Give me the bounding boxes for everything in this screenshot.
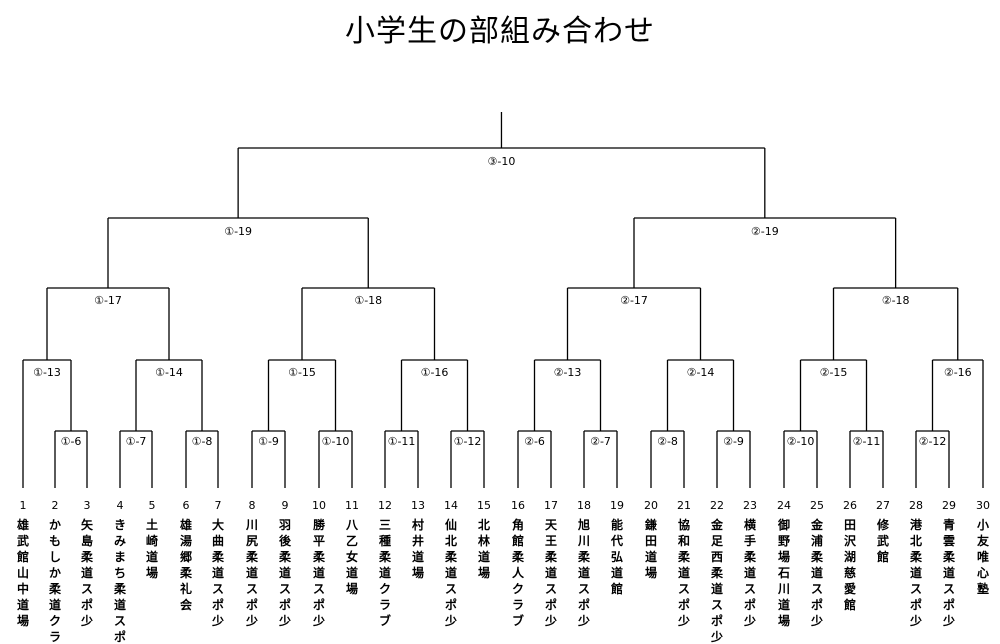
match-label: ①-12 <box>454 435 482 448</box>
match-label: ②-18 <box>882 294 910 307</box>
team-name: 横手柔道スポ少 <box>743 517 757 628</box>
match-label: ②-7 <box>590 435 611 448</box>
team-name: 北林道場 <box>478 517 490 580</box>
team-number: 17 <box>544 499 558 512</box>
match-label: ②-9 <box>723 435 744 448</box>
team-name: 矢島柔道スポ少 <box>80 517 94 628</box>
team-name: きみまち柔道スポ少 <box>113 518 127 644</box>
team-number: 27 <box>876 499 890 512</box>
match-label: ①-14 <box>155 366 183 379</box>
team-name: 雄湯郷柔礼会 <box>179 517 193 612</box>
team-name: 鎌田道場 <box>644 517 657 580</box>
team-name: 大曲柔道スポ少 <box>211 517 225 628</box>
team-number: 8 <box>249 499 256 512</box>
team-number: 10 <box>312 499 326 512</box>
team-name: 能代弘道館 <box>610 517 623 596</box>
team-name: 金足西柔道スポ少 <box>710 517 724 644</box>
team-name: 旭川柔道スポ少 <box>577 517 591 628</box>
match-label: ①-10 <box>322 435 350 448</box>
page-title: 小学生の部組み合わせ <box>345 14 655 49</box>
team-name: 八乙女道場 <box>345 518 359 596</box>
team-name: 勝平柔道スポ少 <box>312 517 326 628</box>
team-number: 11 <box>345 499 359 512</box>
match-label: ①-6 <box>61 435 82 448</box>
match-label: ②-6 <box>524 435 545 448</box>
team-number: 23 <box>743 499 757 512</box>
team-name: 仙北柔道スポ少 <box>444 517 458 628</box>
match-label: ①-19 <box>224 225 252 238</box>
team-number: 7 <box>215 499 222 512</box>
match-label: ①-11 <box>388 435 416 448</box>
team-number: 19 <box>610 499 624 512</box>
team-number: 24 <box>777 499 791 512</box>
team-number: 28 <box>909 499 923 512</box>
team-name: 御野場石川道場 <box>777 517 790 628</box>
match-label: ②-19 <box>751 225 779 238</box>
team-name: 羽後柔道スポ少 <box>278 518 292 628</box>
team-number: 14 <box>444 499 458 512</box>
match-label: ①-18 <box>354 294 382 307</box>
team-number: 22 <box>710 499 724 512</box>
team-name: 小友唯心塾 <box>976 517 989 596</box>
match-label: ②-10 <box>787 435 815 448</box>
team-name: 田沢湖慈愛館 <box>843 518 857 612</box>
match-label: ②-13 <box>554 366 582 379</box>
team-number: 26 <box>843 499 857 512</box>
team-number: 18 <box>577 499 591 512</box>
match-label: ②-12 <box>919 435 947 448</box>
match-label: ①-16 <box>421 366 449 379</box>
team-number: 12 <box>378 499 392 512</box>
team-number: 9 <box>282 499 289 512</box>
team-name: 修武館 <box>876 517 890 564</box>
team-number: 4 <box>117 499 124 512</box>
team-number: 3 <box>84 499 91 512</box>
team-number: 25 <box>810 499 824 512</box>
match-label: ②-16 <box>944 366 972 379</box>
match-label: ①-7 <box>126 435 147 448</box>
team-name: 金浦柔道スポ少 <box>810 517 824 628</box>
match-label: ①-9 <box>258 435 279 448</box>
team-name: 港北柔道スポ少 <box>909 517 923 628</box>
final-match-label: ③-10 <box>488 155 516 168</box>
match-label: ②-14 <box>687 366 715 379</box>
team-name: 村井道場 <box>412 517 424 580</box>
match-label: ②-8 <box>657 435 678 448</box>
team-number: 30 <box>976 499 990 512</box>
team-name: 三種柔道クラブ <box>378 518 392 628</box>
team-number: 21 <box>677 499 691 512</box>
match-label: ①-15 <box>288 366 316 379</box>
team-number: 5 <box>149 499 156 512</box>
team-name: 青雲柔道スポ少 <box>942 517 956 628</box>
team-name: 土崎道場 <box>146 517 158 580</box>
team-number: 16 <box>511 499 525 512</box>
team-number: 6 <box>183 499 190 512</box>
match-label: ②-17 <box>620 294 648 307</box>
team-name: かもしか柔道クラブ <box>48 518 62 644</box>
team-number: 15 <box>477 499 491 512</box>
match-label: ①-13 <box>33 366 61 379</box>
match-label: ②-11 <box>853 435 881 448</box>
team-name: 天王柔道スポ少 <box>544 518 558 628</box>
team-name: 川尻柔道スポ少 <box>245 518 259 628</box>
match-label: ①-17 <box>94 294 122 307</box>
match-label: ①-8 <box>192 435 213 448</box>
team-name: 角館柔人クラブ <box>511 517 525 628</box>
team-number: 13 <box>411 499 425 512</box>
match-label: ②-15 <box>820 366 848 379</box>
team-name: 協和柔道スポ少 <box>677 517 691 628</box>
team-number: 1 <box>20 499 27 512</box>
team-number: 2 <box>52 499 59 512</box>
team-number: 20 <box>644 499 658 512</box>
team-name: 雄武館山中道場 <box>16 517 29 628</box>
team-number: 29 <box>942 499 956 512</box>
